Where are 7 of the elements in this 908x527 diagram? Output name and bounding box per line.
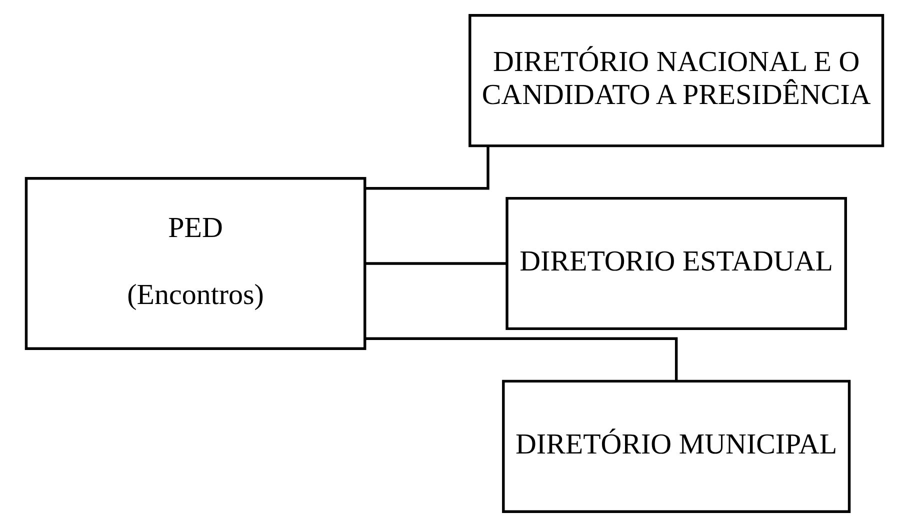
node-box: DIRETÓRIO MUNICIPAL <box>502 380 850 513</box>
connector <box>364 262 506 265</box>
connector <box>364 337 678 381</box>
node-box: PED (Encontros) <box>24 177 366 350</box>
connector <box>365 146 489 190</box>
node-box: DIRETORIO ESTADUAL <box>505 196 846 330</box>
node-box: DIRETÓRIO NACIONAL E O CANDIDATO A PRESIDÊNCIA <box>468 14 884 148</box>
